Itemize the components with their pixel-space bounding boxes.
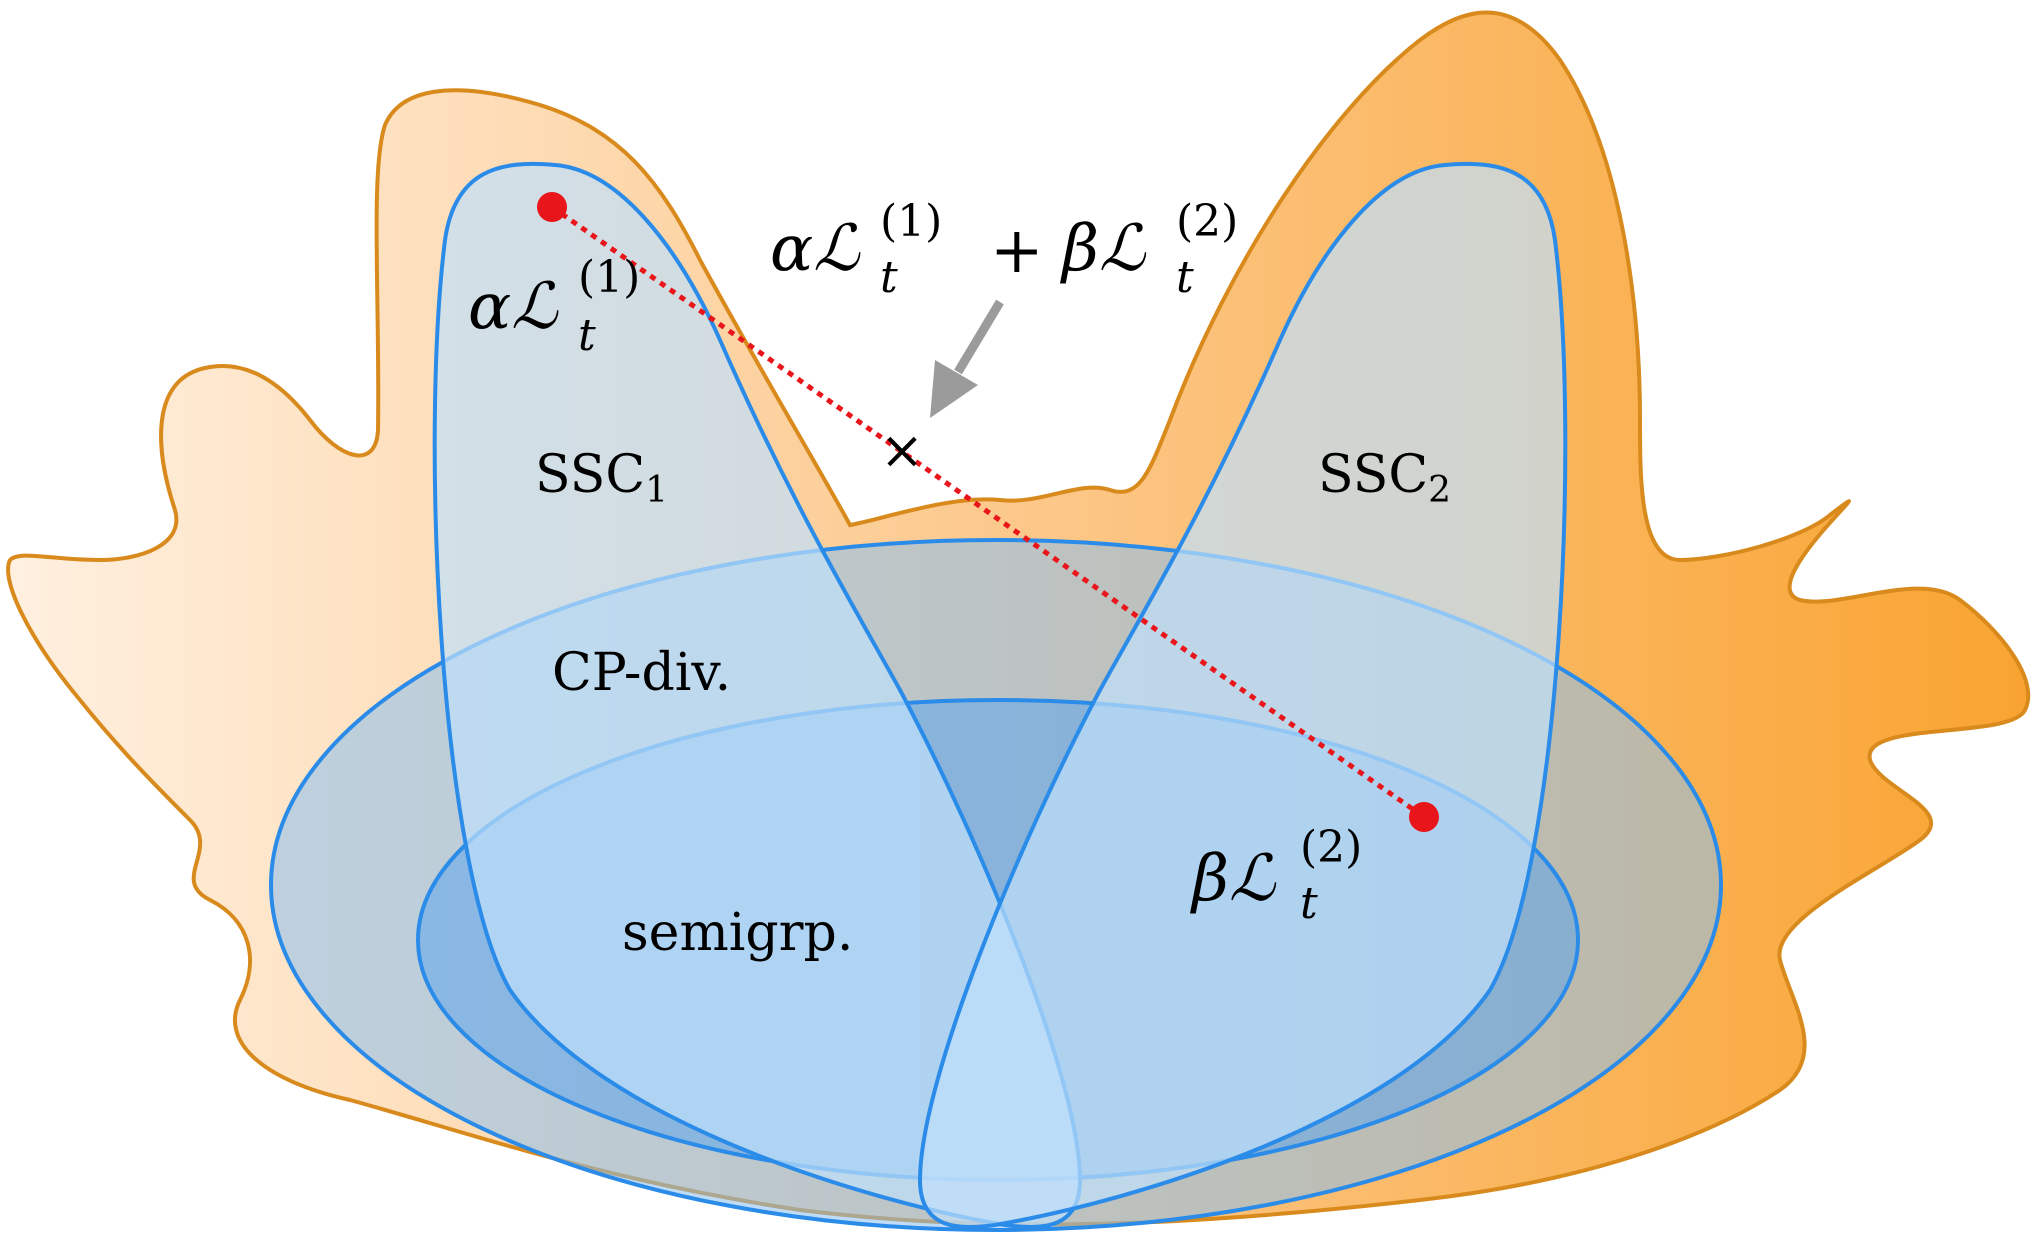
ssc2-shape (917, 161, 1568, 1230)
svg-text:αℒ: αℒ (770, 212, 861, 286)
svg-text:SSC2: SSC2 (1318, 445, 1451, 511)
svg-text:αℒ: αℒ (468, 270, 559, 344)
annotation-arrow-head (930, 360, 978, 418)
alpha-L: ℒ (511, 270, 559, 344)
label-semigroup: semigrp. (622, 903, 853, 963)
svg-text:SSC1: SSC1 (535, 445, 668, 511)
label-ssc1: SSC1 (535, 445, 668, 511)
label-alpha-L1: αℒ (1) t (468, 252, 640, 361)
formula-t1: t (880, 252, 898, 303)
formula-sup1: (1) (880, 196, 942, 247)
beta-L: ℒ (1229, 842, 1277, 916)
svg-text:βℒ: βℒ (1190, 842, 1277, 916)
point-beta-L2 (1409, 802, 1439, 832)
formula-L1: ℒ (813, 212, 861, 286)
combination-marker: × (880, 421, 924, 481)
annotation-arrow-shaft (954, 299, 1004, 375)
alpha-t: t (578, 310, 596, 361)
beta-t: t (1300, 878, 1318, 929)
formula-beta: β (1060, 212, 1099, 286)
convex-combination-line (550, 204, 1426, 820)
label-cp-div: CP-div. (552, 643, 731, 703)
formula-alpha: α (770, 212, 813, 286)
formula-plus: + (990, 214, 1044, 288)
formula-sup2: (2) (1176, 196, 1238, 247)
label-ssc2: SSC2 (1318, 445, 1451, 511)
alpha-symbol: α (468, 270, 511, 344)
beta-sup: (2) (1300, 822, 1362, 873)
formula-L2: ℒ (1099, 212, 1147, 286)
alpha-sup: (1) (578, 252, 640, 303)
formula-t2: t (1176, 252, 1194, 303)
label-beta-L2: βℒ (2) t (1190, 822, 1362, 929)
beta-symbol: β (1190, 842, 1229, 916)
combination-formula: αℒ (1) t + βℒ (2) t (770, 196, 1238, 303)
svg-text:βℒ: βℒ (1060, 212, 1147, 286)
point-alpha-L1 (537, 192, 567, 222)
